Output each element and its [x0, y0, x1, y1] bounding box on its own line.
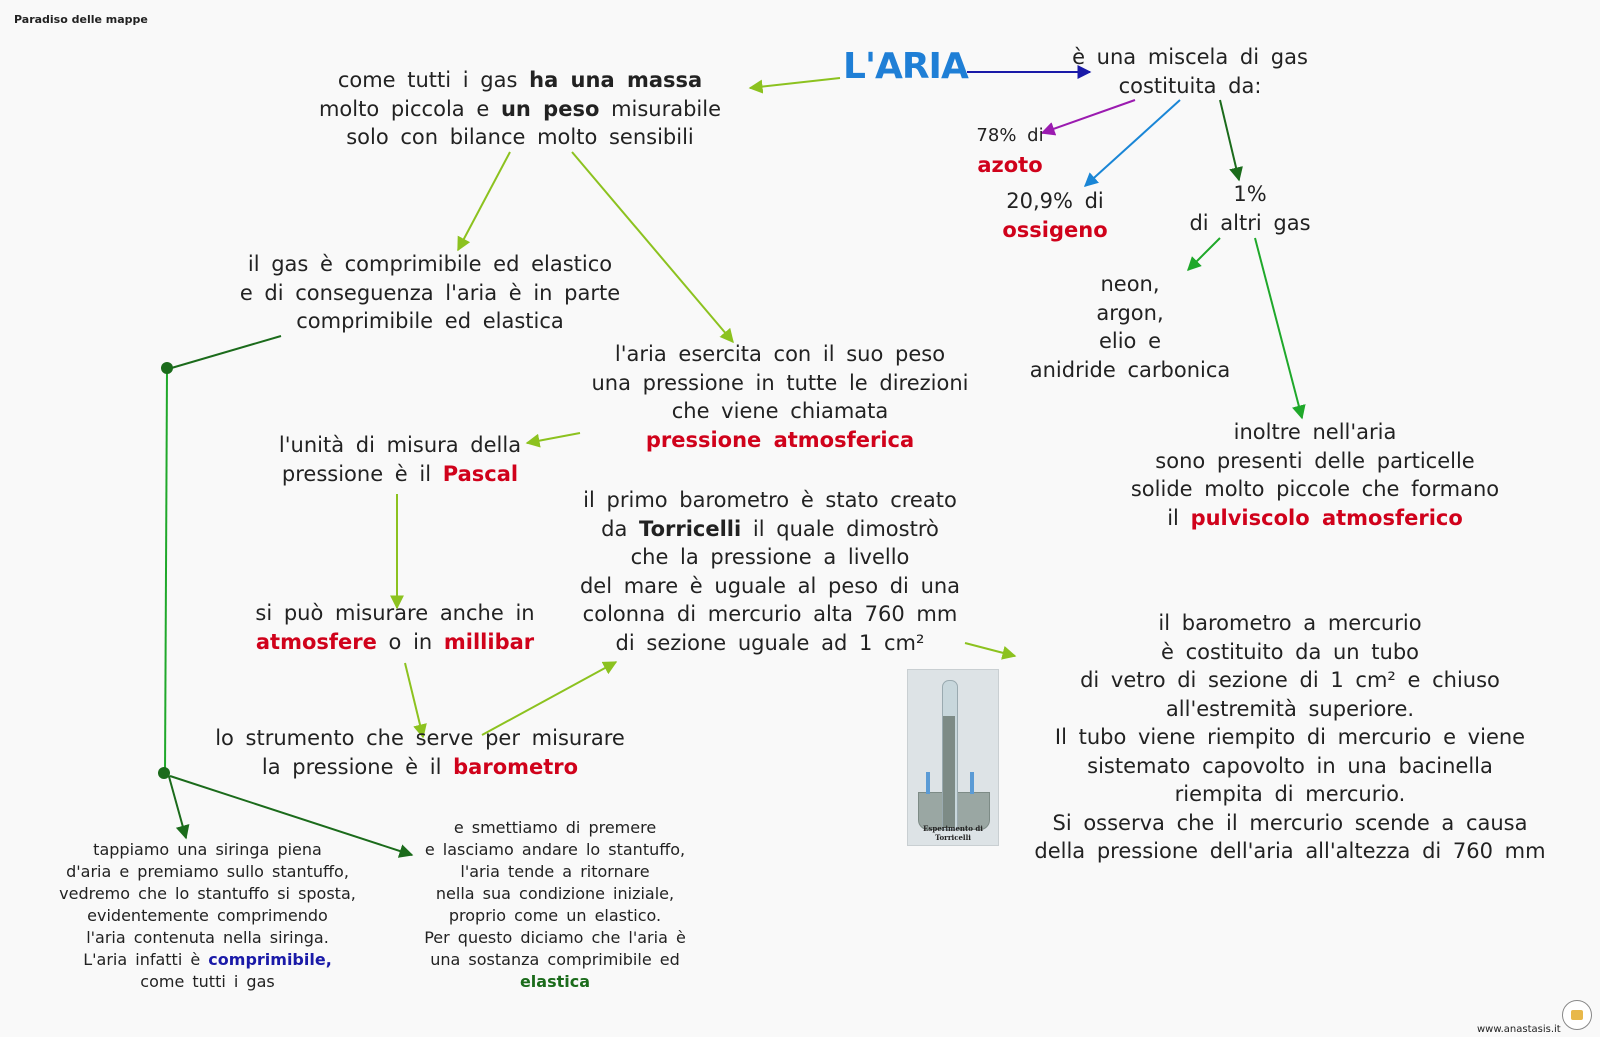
node-pressione: l'aria esercita con il suo peso una pres…: [570, 340, 990, 454]
node-massa: come tutti i gas ha una massa molto picc…: [310, 66, 730, 152]
arrow-title-massa: [750, 78, 840, 88]
arrow-branch-siringa: [168, 773, 186, 838]
website-label: www.anastasis.it: [1477, 1024, 1561, 1035]
arrow-massa-comprimibile: [458, 152, 510, 250]
pressure-arrow-left: [926, 772, 930, 794]
node-elastico: e smettiamo di premere e lasciamo andare…: [400, 817, 710, 993]
node-ossigeno: 20,9% di ossigeno: [985, 187, 1125, 244]
arrow-altri-pulviscolo: [1255, 238, 1302, 418]
node-comprimibile: il gas è comprimibile ed elastico e di c…: [220, 250, 640, 336]
mercury-column-shape: [943, 716, 955, 828]
supermappe-logo: [1562, 1000, 1592, 1030]
node-altri-gas: 1% di altri gas: [1170, 180, 1330, 237]
node-azoto: 78% di azoto: [950, 122, 1070, 179]
node-miscela: è una miscela di gas costituita da:: [1060, 43, 1320, 100]
node-barometro: lo strumento che serve per misurare la p…: [200, 724, 640, 781]
node-pulviscolo: inoltre nell'aria sono presenti delle pa…: [1110, 418, 1520, 532]
branch-dot-bottom: [158, 767, 170, 779]
branch-vertical: [165, 369, 167, 773]
node-atmosfere: si può misurare anche in atmosfere o in …: [235, 599, 555, 656]
node-siringa: tappiamo una siringa piena d'aria e prem…: [40, 839, 375, 993]
photo-caption: Esperimento di Torricelli: [908, 824, 998, 842]
node-pascal: l'unità di misura della pressione è il P…: [255, 431, 545, 488]
node-torricelli: il primo barometro è stato creato da Tor…: [560, 486, 980, 657]
torricelli-experiment-image: Esperimento di Torricelli: [907, 669, 999, 846]
branch-comprimibile: [168, 336, 281, 369]
pressure-arrow-right: [970, 772, 974, 794]
arrow-altri-gaslist: [1188, 238, 1220, 270]
branch-dot-top: [161, 362, 173, 374]
arrow-miscela-altri: [1220, 100, 1239, 180]
node-mercurio: il barometro a mercurio è costituito da …: [1010, 609, 1570, 866]
node-gas-list: neon, argon, elio e anidride carbonica: [1010, 270, 1250, 384]
